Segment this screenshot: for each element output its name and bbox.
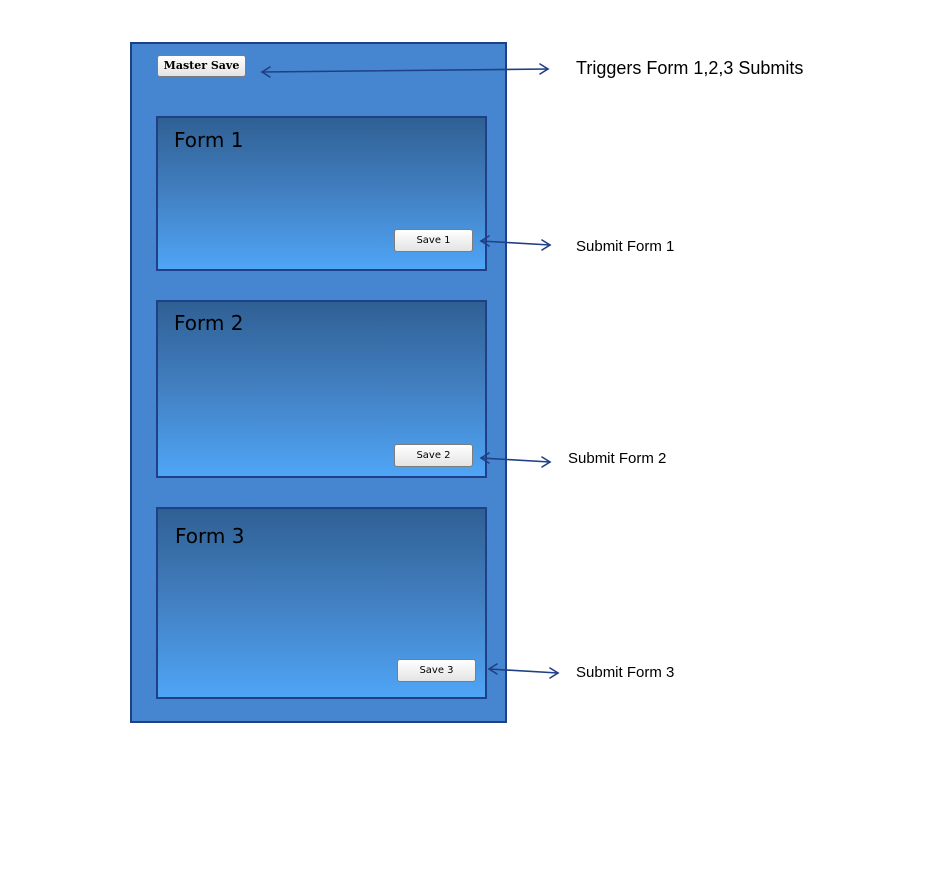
save-2-button[interactable]: Save 2 — [394, 444, 473, 467]
form-3-title: Form 3 — [175, 524, 245, 548]
form-1-annotation: Submit Form 1 — [576, 238, 675, 255]
save-1-button[interactable]: Save 1 — [394, 229, 473, 252]
form-2-title: Form 2 — [174, 311, 244, 335]
form-3-annotation: Submit Form 3 — [576, 664, 675, 681]
form-1-panel: Form 1 — [156, 116, 487, 271]
save-3-button[interactable]: Save 3 — [397, 659, 476, 682]
form-1-title: Form 1 — [174, 128, 244, 152]
master-save-annotation: Triggers Form 1,2,3 Submits — [576, 58, 804, 78]
form-2-annotation: Submit Form 2 — [568, 450, 667, 467]
master-save-button[interactable]: Master Save — [157, 55, 246, 77]
